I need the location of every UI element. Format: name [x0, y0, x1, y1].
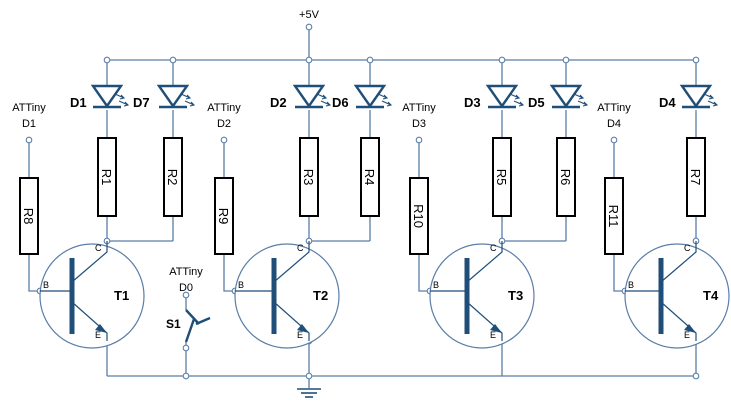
pin-label: E — [684, 330, 690, 340]
switch-label: S1 — [166, 317, 181, 331]
transistor-t4: B C E T4 — [624, 241, 730, 349]
resistor-label: R2 — [165, 169, 180, 186]
led-label: D7 — [133, 95, 150, 110]
input-chip-label: ATTiny — [402, 102, 436, 114]
resistor-label: R10 — [411, 204, 426, 228]
switch-chip-label: ATTiny — [169, 266, 203, 278]
input-d3: ATTiny D3 — [402, 102, 436, 130]
resistor-r4: R4 — [360, 137, 380, 217]
led-d2: D2 — [270, 84, 332, 110]
pin-label: C — [684, 243, 691, 253]
led-label: D2 — [270, 95, 287, 110]
ground-symbol — [297, 388, 321, 398]
input-pin-label: D3 — [412, 118, 426, 130]
resistor-r6: R6 — [556, 137, 576, 217]
resistor-label: R6 — [558, 169, 573, 186]
resistor-r8: R8 — [19, 177, 39, 255]
pin-label: C — [490, 243, 497, 253]
led-d3: D3 — [464, 84, 525, 110]
wiring — [28, 27, 697, 388]
resistor-r5: R5 — [492, 137, 512, 217]
input-chip-label: ATTiny — [597, 102, 631, 114]
resistor-label: R4 — [362, 169, 377, 186]
resistor-label: R9 — [216, 208, 231, 225]
resistor-r7: R7 — [686, 137, 706, 217]
resistor-r10: R10 — [409, 177, 429, 255]
resistor-r9: R9 — [214, 177, 234, 255]
resistor-label: R7 — [688, 169, 703, 186]
transistor-t2: B C E T2 — [234, 241, 340, 349]
led-label: D3 — [464, 95, 481, 110]
pin-label: B — [433, 280, 439, 290]
pin-label: B — [43, 280, 49, 290]
transistor-label: T3 — [508, 288, 523, 303]
pin-label: E — [490, 330, 496, 340]
switch-pin-label: D0 — [179, 282, 193, 294]
switch-s1: ATTiny D0 S1 — [166, 266, 211, 343]
led-d7: D7 — [133, 84, 196, 110]
input-pin-label: D1 — [22, 118, 36, 130]
transistor-t1: B C E T1 — [39, 241, 145, 349]
input-d4: ATTiny D4 — [597, 102, 631, 130]
led-label: D4 — [659, 95, 676, 110]
led-d5: D5 — [528, 84, 589, 110]
led-d6: D6 — [332, 84, 393, 110]
resistor-label: R5 — [494, 169, 509, 186]
pin-label: C — [297, 243, 304, 253]
resistor-r2: R2 — [163, 137, 183, 217]
pin-label: E — [297, 330, 303, 340]
resistor-r3: R3 — [299, 137, 319, 217]
supply-label: +5V — [299, 9, 320, 21]
resistor-r1: R1 — [97, 137, 117, 217]
pin-label: B — [238, 280, 244, 290]
input-pin-label: D2 — [217, 118, 231, 130]
pin-label: B — [628, 280, 634, 290]
input-d1: ATTiny D1 — [12, 102, 46, 130]
input-chip-label: ATTiny — [12, 102, 46, 114]
transistor-label: T4 — [703, 288, 719, 303]
led-label: D1 — [70, 95, 87, 110]
input-pin-label: D4 — [607, 118, 621, 130]
pin-label: E — [95, 330, 101, 340]
led-d1: D1 — [70, 84, 130, 110]
led-d4: D4 — [659, 84, 719, 110]
transistor-label: T1 — [114, 288, 129, 303]
resistor-r11: R11 — [604, 177, 624, 255]
resistor-label: R1 — [99, 169, 114, 186]
transistor-t3: B C E T3 — [429, 241, 535, 349]
resistor-label: R3 — [301, 169, 316, 186]
input-chip-label: ATTiny — [207, 102, 241, 114]
resistor-label: R8 — [21, 208, 36, 225]
input-d2: ATTiny D2 — [207, 102, 241, 130]
led-label: D5 — [528, 95, 545, 110]
resistor-label: R11 — [606, 205, 621, 228]
transistor-label: T2 — [313, 288, 328, 303]
pin-label: C — [95, 243, 102, 253]
led-label: D6 — [332, 95, 349, 110]
